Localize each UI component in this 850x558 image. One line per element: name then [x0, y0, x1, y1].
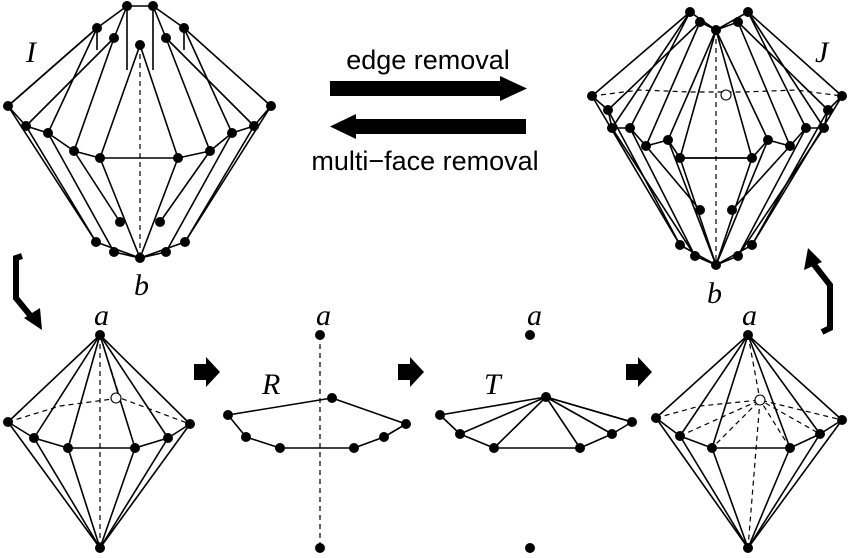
bipyramid-retriangulated: a [651, 299, 847, 553]
label-b-J: b [707, 277, 722, 310]
hook-arrow-up-icon [804, 248, 833, 335]
label-I: I [25, 36, 38, 69]
polyhedron-J: J b [587, 7, 847, 310]
small-arrow-right-icon [626, 357, 652, 387]
label-a-1: a [94, 299, 109, 332]
bipyramid-a-b: a [3, 299, 195, 553]
label-b-I: b [134, 269, 149, 302]
triangulation-T: a T [435, 299, 637, 553]
small-arrow-right-icon [398, 357, 424, 387]
ring-R: a R [223, 299, 411, 553]
edge-removal-caption: edge removal [346, 45, 510, 75]
polyhedron-I: I b [3, 1, 276, 302]
label-a-4: a [742, 299, 757, 332]
label-R: R [261, 368, 280, 401]
arrow-left-icon [330, 114, 526, 139]
small-arrow-right-icon [194, 357, 220, 387]
arrow-right-icon [330, 76, 527, 101]
label-a-3: a [527, 299, 542, 332]
hook-arrow-down-icon [13, 253, 42, 330]
label-T: T [484, 368, 503, 401]
label-J: J [815, 36, 830, 69]
label-a-2: a [316, 299, 331, 332]
multi-face-removal-caption: multi−face removal [311, 146, 538, 176]
